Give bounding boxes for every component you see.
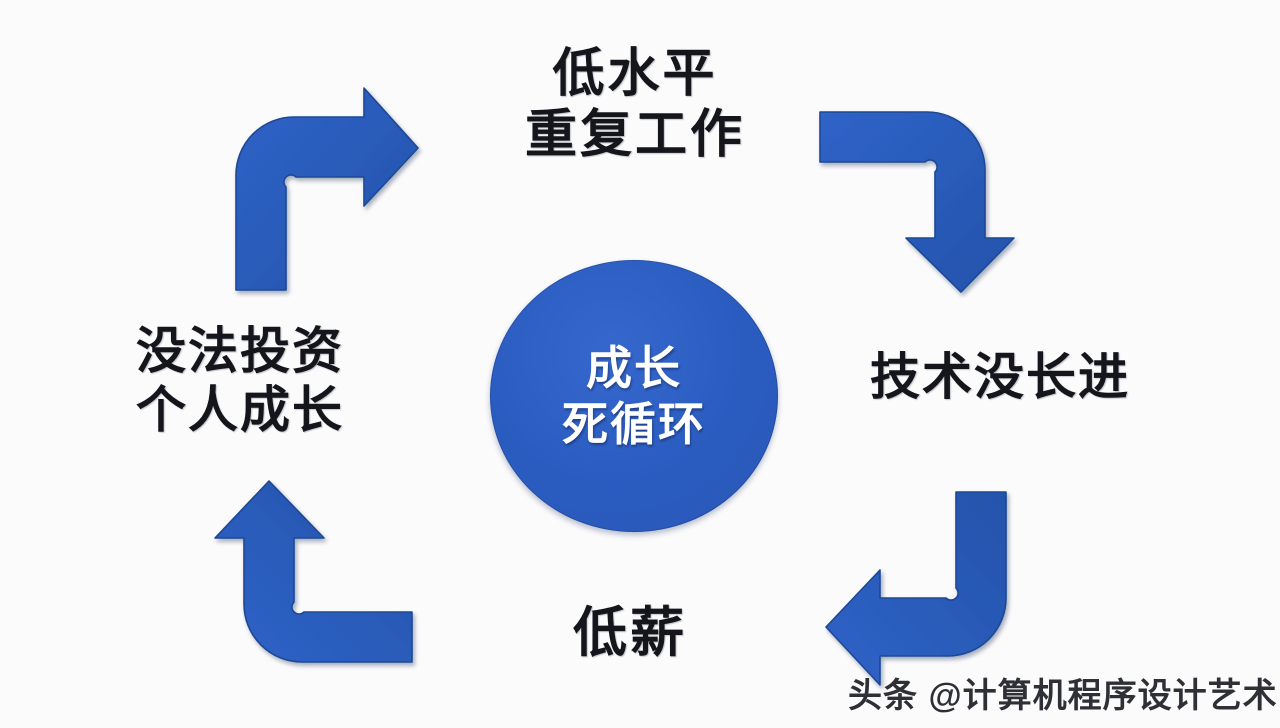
center-circle-label-line1: 成长: [586, 341, 682, 394]
top-left-arrow: [235, 87, 419, 291]
node-label-left: 没法投资 个人成长: [95, 322, 385, 440]
bottom-left-arrow: [214, 480, 413, 663]
node-label-right: 技术没长进: [845, 348, 1155, 407]
center-circle-label-line2: 死循环: [562, 398, 706, 450]
node-label-top-line1: 低水平: [552, 45, 718, 103]
node-label-right-line1: 技术没长进: [870, 349, 1130, 405]
center-circle-node: 成长 死循环: [490, 260, 778, 532]
node-label-left-line1: 没法投资: [136, 323, 344, 379]
node-label-top-line2: 重复工作: [524, 106, 745, 165]
node-label-bottom-line1: 低薪: [573, 603, 687, 663]
top-right-arrow: [819, 111, 1015, 293]
bottom-right-arrow: [825, 491, 1007, 686]
node-label-top: 低水平 重复工作: [480, 44, 790, 167]
node-label-bottom: 低薪: [520, 602, 740, 666]
watermark-text: 头条 @计算机程序设计艺术: [848, 677, 1278, 715]
node-label-left-line2: 个人成长: [136, 382, 344, 438]
